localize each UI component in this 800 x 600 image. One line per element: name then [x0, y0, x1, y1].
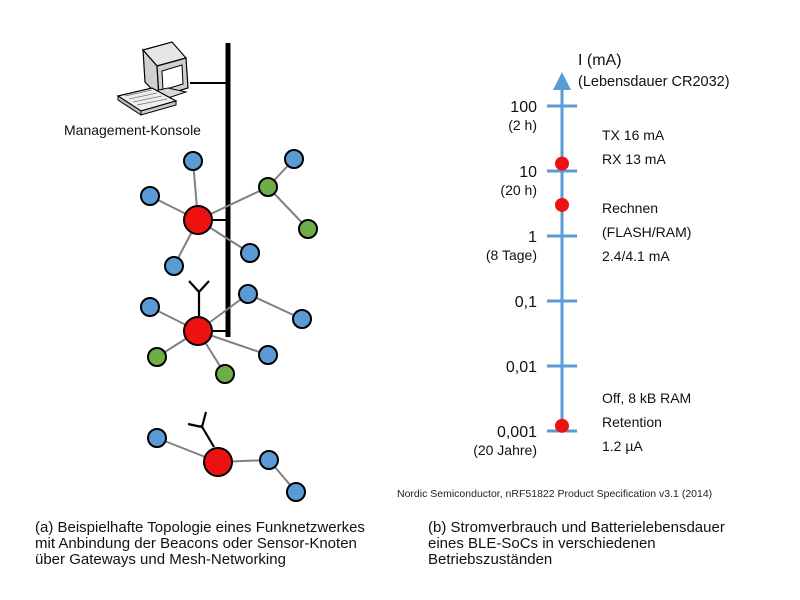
gateway-node	[203, 447, 233, 477]
state-label: 1.2 µA	[602, 438, 643, 454]
state-label: (FLASH/RAM)	[602, 224, 691, 240]
tick-lifetime-label: (8 Tage)	[486, 247, 537, 263]
state-label: Rechnen	[602, 200, 658, 216]
caption-line: Betriebszuständen	[428, 551, 553, 568]
state-marker	[555, 197, 569, 212]
tick-value-label: 0,01	[506, 359, 537, 376]
caption-right: (b) Stromverbrauch und Batterielebensdau…	[428, 520, 725, 568]
beacon-node	[240, 243, 260, 263]
tick-value-label: 10	[519, 164, 537, 181]
gateway-node	[183, 205, 213, 235]
network-topology	[116, 41, 318, 502]
computer-icon	[116, 41, 189, 116]
sensor-node	[298, 219, 318, 239]
beacon-node	[164, 256, 184, 276]
beacon-node	[259, 450, 279, 470]
caption-left: (a) Beispielhafte Topologie eines Funkne…	[35, 520, 365, 568]
caption-line: mit Anbindung der Beacons oder Sensor-Kn…	[35, 535, 357, 552]
tick-value-label: 0,1	[515, 294, 537, 311]
sensor-node	[147, 347, 167, 367]
state-marker	[555, 156, 569, 171]
beacon-node	[258, 345, 278, 365]
beacon-node	[140, 297, 160, 317]
tick-lifetime-label: (20 Jahre)	[473, 442, 537, 458]
caption-line: eines BLE-SoCs in verschiedenen	[428, 535, 656, 552]
source-citation: Nordic Semiconductor, nRF51822 Product S…	[397, 488, 713, 500]
state-label: Retention	[602, 414, 662, 430]
power-scale: 100(2 h) 10(20 h) 1(8 Tage) 0,1 0,01 0,001(20…	[473, 72, 691, 458]
caption-line: über Gateways und Mesh-Networking	[35, 551, 286, 568]
axis-title: I (mA)	[578, 52, 622, 69]
antenna-icon	[188, 280, 210, 316]
state-label: Off, 8 kB RAM	[602, 390, 691, 406]
beacon-node	[140, 186, 160, 206]
tick-lifetime-label: (2 h)	[508, 117, 537, 133]
gateway-node	[183, 316, 213, 346]
state-label: RX 13 mA	[602, 151, 666, 167]
caption-line: (b) Stromverbrauch und Batterielebensdau…	[428, 519, 725, 536]
tick-lifetime-label: (20 h)	[500, 182, 537, 198]
tick-value-label: 100	[510, 99, 537, 116]
beacon-node	[284, 149, 304, 169]
beacon-node	[286, 482, 306, 502]
beacon-node	[147, 428, 167, 448]
console-label: Management-Konsole	[64, 122, 201, 138]
beacon-node	[238, 284, 258, 304]
tick-value-label: 1	[528, 229, 537, 246]
caption-line: (a) Beispielhafte Topologie eines Funkne…	[35, 519, 365, 536]
axis-arrowhead	[553, 72, 571, 90]
axis-subtitle: (Lebensdauer CR2032)	[578, 74, 730, 90]
state-label: TX 16 mA	[602, 127, 665, 143]
state-label: 2.4/4.1 mA	[602, 248, 670, 264]
sensor-node	[258, 177, 278, 197]
beacon-node	[292, 309, 312, 329]
beacon-node	[183, 151, 203, 171]
sensor-node	[215, 364, 235, 384]
state-marker	[555, 418, 569, 433]
antenna-icon	[187, 411, 215, 448]
tick-value-label: 0,001	[497, 424, 537, 441]
